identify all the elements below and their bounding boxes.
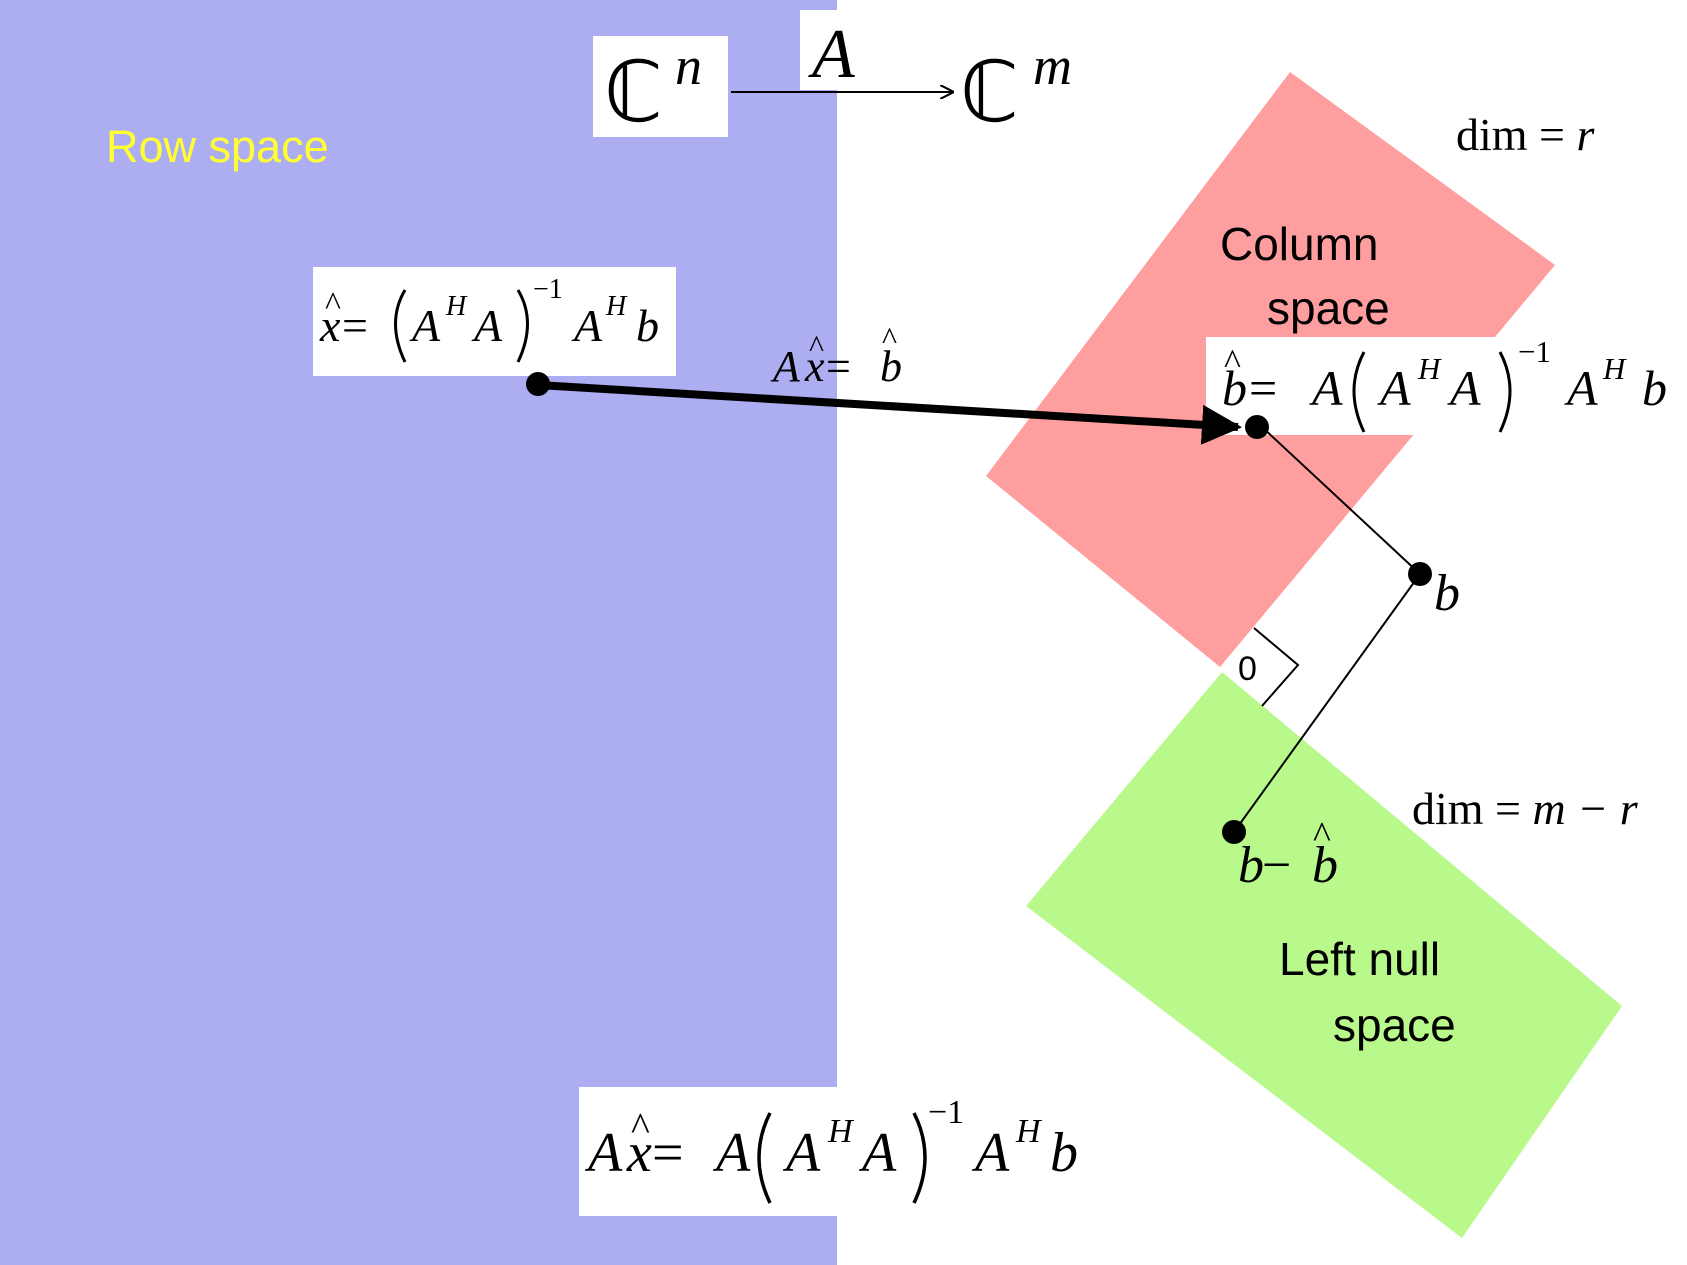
xhat-A2: A (471, 300, 503, 351)
arrow-b-hat: ^ (882, 320, 897, 356)
bottom-x: x (626, 1122, 652, 1184)
projection-arrow (537, 381, 1242, 445)
bhat-equation: b ^ = A A H A −1 A H b (1222, 334, 1667, 433)
residual-bhat-hat: ^ (1313, 815, 1331, 857)
xhat-equation: x ^ = A H A −1 A H b (319, 274, 659, 363)
bhat-hat: ^ (1224, 342, 1241, 382)
bottom-equation-box (579, 1087, 1076, 1216)
map-label-box (800, 10, 876, 90)
bhat-b-final: b (1642, 360, 1667, 416)
b-to-residual-segment (1233, 573, 1421, 833)
residual-bhat: b (1312, 837, 1338, 894)
bhat-point (1245, 415, 1269, 439)
xhat-variable: x (319, 300, 341, 351)
bottom-b: b (1050, 1122, 1078, 1184)
xhat-b: b (636, 300, 659, 351)
column-space-label-line1: Column (1220, 218, 1379, 270)
bottom-A3: A (971, 1122, 1010, 1184)
bottom-H2: H (1015, 1113, 1043, 1150)
arrow-equation: A x ^ = b ^ (770, 320, 902, 391)
domain-label-box (593, 36, 728, 137)
xhat-H2: H (605, 291, 628, 322)
bhat-left-paren (1352, 351, 1366, 433)
map-symbol: A (808, 16, 855, 93)
bottom-A2: A (858, 1122, 897, 1184)
residual-b: b (1238, 837, 1264, 894)
bottom-H1: H (827, 1113, 855, 1150)
xhat-equation-box (313, 267, 676, 376)
bhat-H2: H (1602, 351, 1627, 386)
bhat-A3: A (1564, 360, 1598, 416)
arrow-x-hat: ^ (809, 328, 824, 364)
b-point (1408, 562, 1432, 586)
xhat-A3: A (571, 300, 603, 351)
right-angle-marker (1253, 627, 1300, 707)
bhat-equation-box (1206, 337, 1687, 435)
arrow-equals: = (826, 342, 851, 391)
bhat-A0: A (1309, 360, 1343, 416)
left-null-dimension: dim = m − r (1412, 783, 1639, 834)
bottom-x-hat: ^ (631, 1104, 650, 1149)
bottom-A1: A (782, 1122, 821, 1184)
bhat-A2: A (1447, 360, 1481, 416)
codomain-exponent: m (1033, 36, 1072, 96)
xhat-point (526, 372, 550, 396)
xhat-equals: = (342, 300, 368, 351)
row-space-label: Row space (106, 121, 329, 172)
left-null-label-line1: Left null (1279, 933, 1440, 985)
origin-label: 0 (1238, 650, 1257, 688)
residual-point (1222, 820, 1246, 844)
xhat-left-paren (394, 289, 407, 363)
codomain-symbol: ℂ (960, 47, 1019, 140)
row-space-region (0, 0, 837, 1265)
bhat-H1: H (1417, 351, 1442, 386)
bottom-equals: = (652, 1122, 684, 1184)
left-null-space-region (1026, 672, 1622, 1238)
arrow-x: x (804, 342, 825, 391)
xhat-H1: H (445, 291, 468, 322)
bhat-right-paren (1498, 351, 1512, 433)
residual-label: b − b ^ (1238, 815, 1338, 894)
xhat-right-paren (516, 289, 529, 363)
bottom-inverse: −1 (928, 1094, 964, 1131)
column-space-label-line2: space (1267, 282, 1390, 334)
bottom-equation: A x ^ = A A H A −1 A H b (584, 1094, 1078, 1204)
domain-symbol: ℂ (604, 47, 663, 140)
bhat-b: b (1222, 360, 1247, 416)
bottom-A: A (584, 1122, 623, 1184)
bottom-left-paren (757, 1112, 772, 1204)
bhat-to-b-segment (1261, 426, 1421, 575)
bottom-A0: A (712, 1122, 751, 1184)
bottom-right-paren (912, 1112, 927, 1204)
arrow-A: A (770, 342, 801, 391)
b-label: b (1434, 565, 1460, 622)
xhat-inverse: −1 (533, 274, 563, 305)
bhat-equals: = (1249, 360, 1277, 416)
column-space-dimension: dim = r (1456, 109, 1596, 160)
xhat-hat: ^ (325, 286, 341, 323)
left-null-label-line2: space (1333, 999, 1456, 1051)
bhat-A1: A (1377, 360, 1411, 416)
arrow-b: b (880, 342, 902, 391)
xhat-A1: A (409, 300, 441, 351)
bhat-inverse: −1 (1518, 334, 1551, 369)
domain-exponent: n (675, 36, 702, 96)
residual-minus: − (1262, 837, 1291, 894)
